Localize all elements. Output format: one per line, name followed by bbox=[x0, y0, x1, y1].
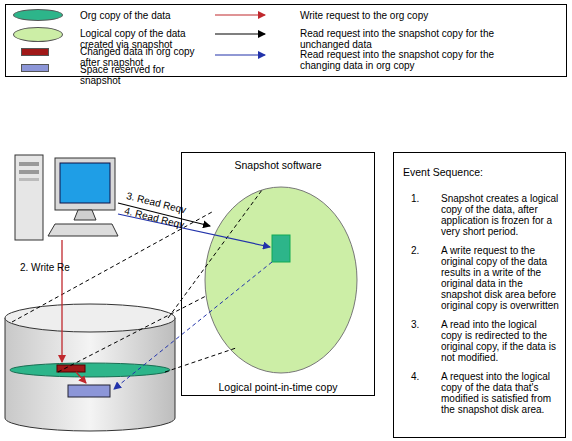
box-title: Snapshot software bbox=[182, 160, 374, 171]
legend-arrow bbox=[215, 54, 265, 55]
changed-logical-block bbox=[272, 235, 290, 262]
arrow-label: 2. Write Re bbox=[20, 262, 70, 273]
mapping-line bbox=[165, 348, 236, 372]
step-text: A read into the logical copy is redirect… bbox=[441, 319, 559, 363]
step-number: 4. bbox=[411, 371, 441, 415]
disk-top bbox=[5, 304, 175, 332]
heading: Event Sequence: bbox=[403, 167, 553, 178]
step-list: 1.Snapshot creates a logical copy of the… bbox=[411, 193, 559, 415]
legend-text: Org copy of the data bbox=[80, 10, 200, 21]
changed-data bbox=[57, 365, 85, 372]
software-box: Snapshot softwareLogical point-in-time c… bbox=[181, 152, 375, 396]
step-text: A write request to the original copy of … bbox=[441, 245, 559, 311]
legend-text: Read request into the snapshot copy for … bbox=[300, 28, 500, 50]
drive-slot bbox=[19, 170, 39, 174]
logical-copy-ellipse bbox=[205, 187, 357, 373]
disk-body bbox=[5, 318, 175, 431]
pc-tower bbox=[15, 155, 43, 240]
legend-arrow bbox=[215, 33, 265, 34]
monitor bbox=[55, 158, 115, 210]
event-box: Event Sequence: 1.Snapshot creates a logi… bbox=[393, 152, 566, 438]
step-number: 1. bbox=[411, 193, 441, 237]
legend-swatch bbox=[13, 9, 63, 21]
keyboard bbox=[48, 224, 118, 236]
drive-slot bbox=[19, 178, 39, 181]
legend-swatch bbox=[21, 64, 49, 72]
legend-swatch bbox=[21, 48, 49, 56]
step-number: 2. bbox=[411, 245, 441, 311]
step-text: A request into the logical copy of the d… bbox=[441, 371, 559, 415]
copy-arrow bbox=[76, 372, 86, 383]
monitor-stand bbox=[74, 210, 96, 220]
write-arrow bbox=[61, 240, 62, 362]
box-caption: Logical point-in-time copy bbox=[182, 382, 374, 393]
redirect-line bbox=[114, 262, 272, 389]
legend-text: Read request into the snapshot copy for … bbox=[300, 49, 500, 71]
legend-text: Space reserved for snapshot bbox=[80, 64, 200, 86]
monitor-screen bbox=[60, 163, 110, 203]
snapshot-space bbox=[68, 385, 110, 397]
drive-slot bbox=[19, 162, 39, 166]
legend-swatch bbox=[13, 27, 63, 42]
org-copy-band bbox=[10, 363, 170, 377]
legend-text: Write request to the org copy bbox=[300, 10, 540, 21]
step-number: 3. bbox=[411, 319, 441, 363]
mapping-line bbox=[58, 296, 206, 372]
step-text: Snapshot creates a logical copy of the d… bbox=[441, 193, 559, 237]
legend-arrow bbox=[215, 14, 265, 15]
